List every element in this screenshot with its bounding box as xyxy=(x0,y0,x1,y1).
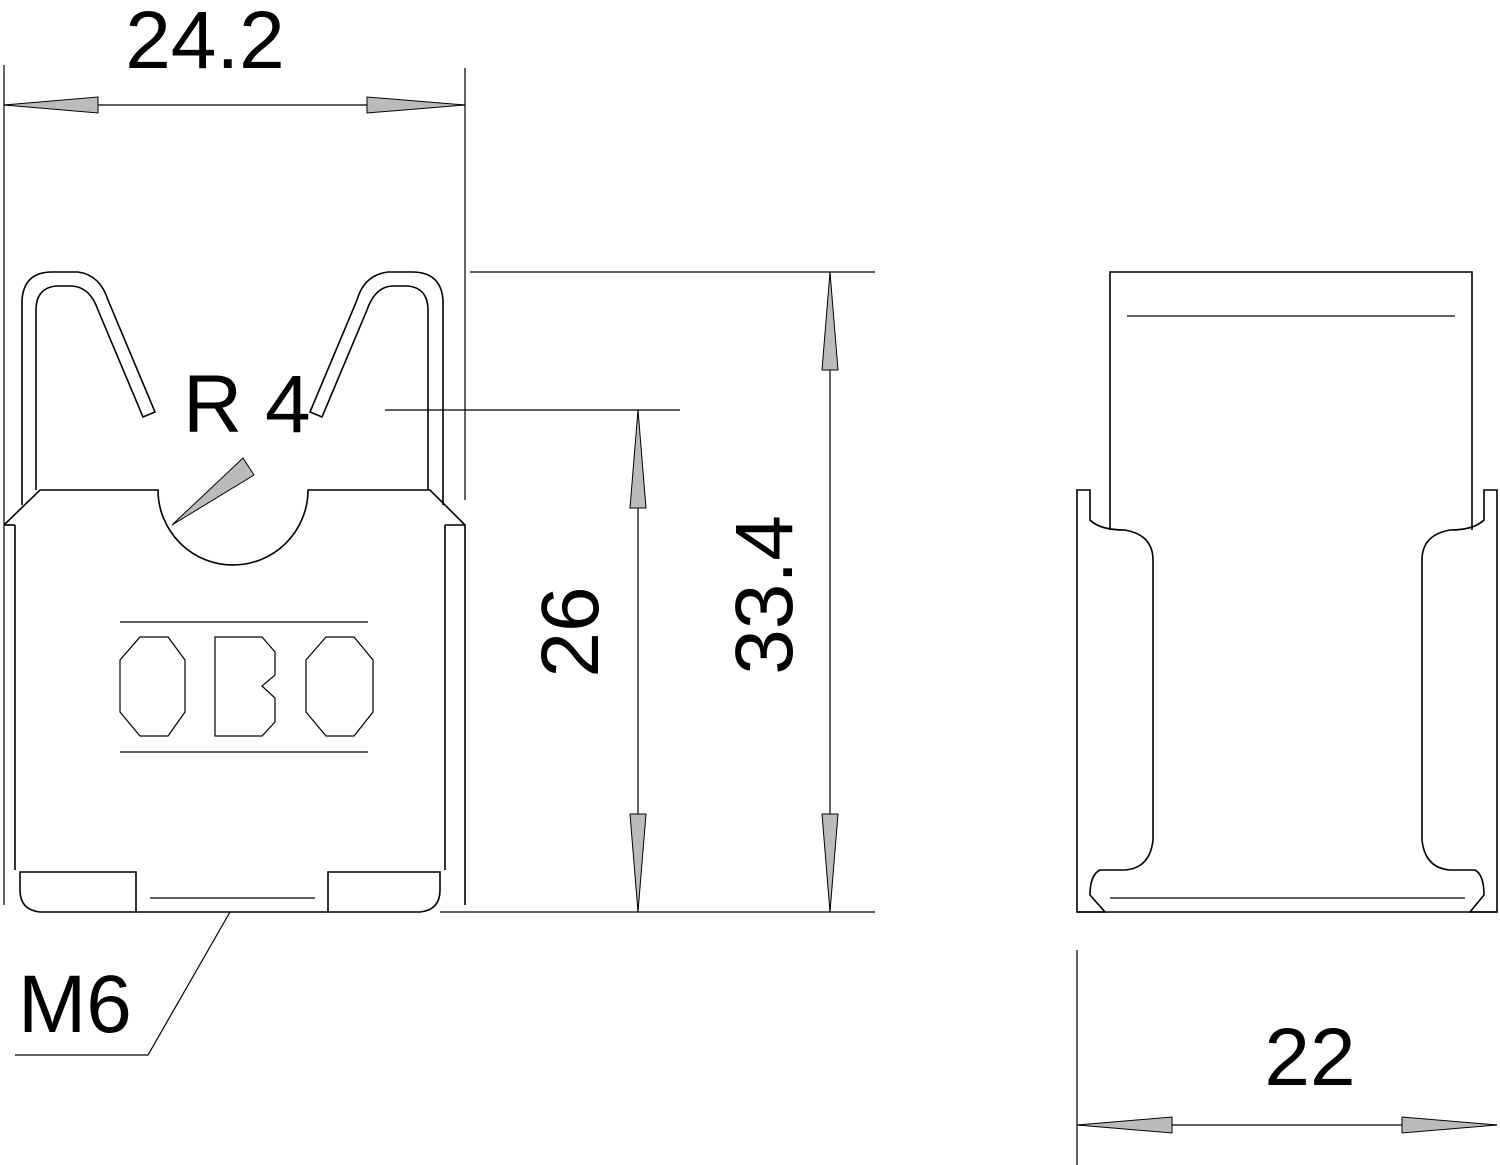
thread-label: M6 xyxy=(18,959,132,1050)
spring-wire-left xyxy=(21,271,157,505)
side-view: 22 xyxy=(1076,271,1498,1165)
thread-leader xyxy=(15,911,231,1056)
dimension-22-label: 22 xyxy=(1264,1012,1355,1103)
arrow-head xyxy=(1401,1116,1498,1134)
arrow-head xyxy=(366,96,466,114)
radius-arrow xyxy=(171,457,255,526)
arrow-head xyxy=(821,813,839,913)
arrow-head xyxy=(821,271,839,371)
clip-body-outline xyxy=(3,489,466,905)
arrow-head xyxy=(629,409,647,509)
dimension-33-4-label: 33.4 xyxy=(719,515,810,675)
side-top-plate xyxy=(1109,271,1473,530)
foot-left xyxy=(19,871,137,913)
dimension-width-label: 24.2 xyxy=(125,0,285,86)
spring-wire-right xyxy=(308,271,444,505)
arrow-head xyxy=(1076,1116,1173,1134)
side-channel-left xyxy=(1076,489,1154,913)
foot-right xyxy=(327,871,441,913)
obo-logo xyxy=(119,636,374,737)
arrow-head xyxy=(629,813,647,913)
dimension-26-label: 26 xyxy=(525,586,616,677)
radius-label: R 4 xyxy=(183,359,311,450)
arrow-head xyxy=(3,96,99,114)
side-channel-right xyxy=(1421,489,1498,913)
front-view: 24.2 R 4 M6 xyxy=(3,0,875,1056)
